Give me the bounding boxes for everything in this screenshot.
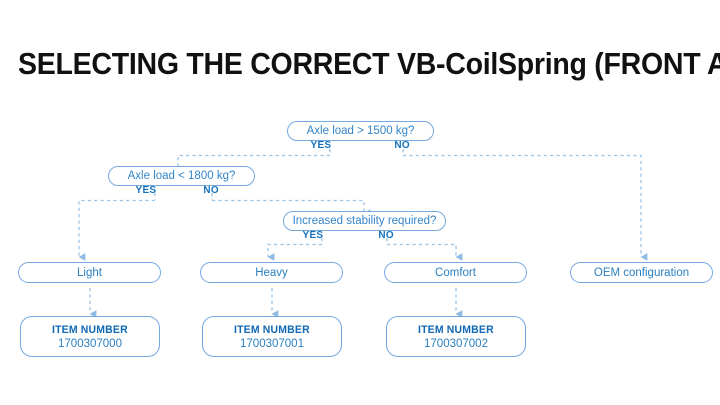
result-oem-configuration[interactable]: OEM configuration	[570, 262, 713, 283]
label-no-increased-stability: NO	[378, 229, 394, 241]
label-yes-axle-load-1500: YES	[310, 139, 332, 151]
result-label: Comfort	[435, 266, 476, 279]
wire-d3-yes-to-heavy	[267, 243, 322, 261]
item-number-value: 1700307002	[424, 337, 488, 350]
result-label: OEM configuration	[593, 266, 690, 279]
decision-increased-stability[interactable]: Increased stability required?	[283, 211, 446, 231]
label-yes-axle-load-1800: YES	[135, 184, 157, 196]
item-number-title: ITEM NUMBER	[418, 323, 494, 336]
decision-axle-load-1800[interactable]: Axle load < 1800 kg?	[108, 166, 255, 186]
item-number-box-light[interactable]: ITEM NUMBER 1700307000	[20, 316, 160, 357]
result-label: Light	[77, 266, 102, 279]
label-no-axle-load-1800: NO	[203, 184, 219, 196]
label-no-axle-load-1500: NO	[394, 139, 410, 151]
result-heavy[interactable]: Heavy	[200, 262, 343, 283]
result-label: Heavy	[255, 266, 288, 279]
wire-d3-no-to-comfort	[387, 243, 463, 261]
item-number-box-heavy[interactable]: ITEM NUMBER 1700307001	[202, 316, 342, 357]
wire-d1-no-to-oem	[403, 154, 648, 261]
item-number-value: 1700307001	[240, 337, 304, 350]
wire-d2-yes-to-light	[78, 199, 155, 261]
label-yes-increased-stability: YES	[302, 229, 324, 241]
result-comfort[interactable]: Comfort	[384, 262, 527, 283]
item-number-title: ITEM NUMBER	[234, 323, 310, 336]
decision-label: Increased stability required?	[292, 215, 437, 227]
result-light[interactable]: Light	[18, 262, 161, 283]
decision-axle-load-1500[interactable]: Axle load > 1500 kg?	[287, 121, 434, 141]
decision-label: Axle load > 1500 kg?	[306, 125, 415, 137]
item-number-box-comfort[interactable]: ITEM NUMBER 1700307002	[386, 316, 526, 357]
decision-label: Axle load < 1800 kg?	[127, 170, 236, 182]
item-number-title: ITEM NUMBER	[52, 323, 128, 336]
page-title: SELECTING THE CORRECT VB-CoilSpring (FRO…	[18, 46, 720, 81]
item-number-value: 1700307000	[58, 337, 122, 350]
